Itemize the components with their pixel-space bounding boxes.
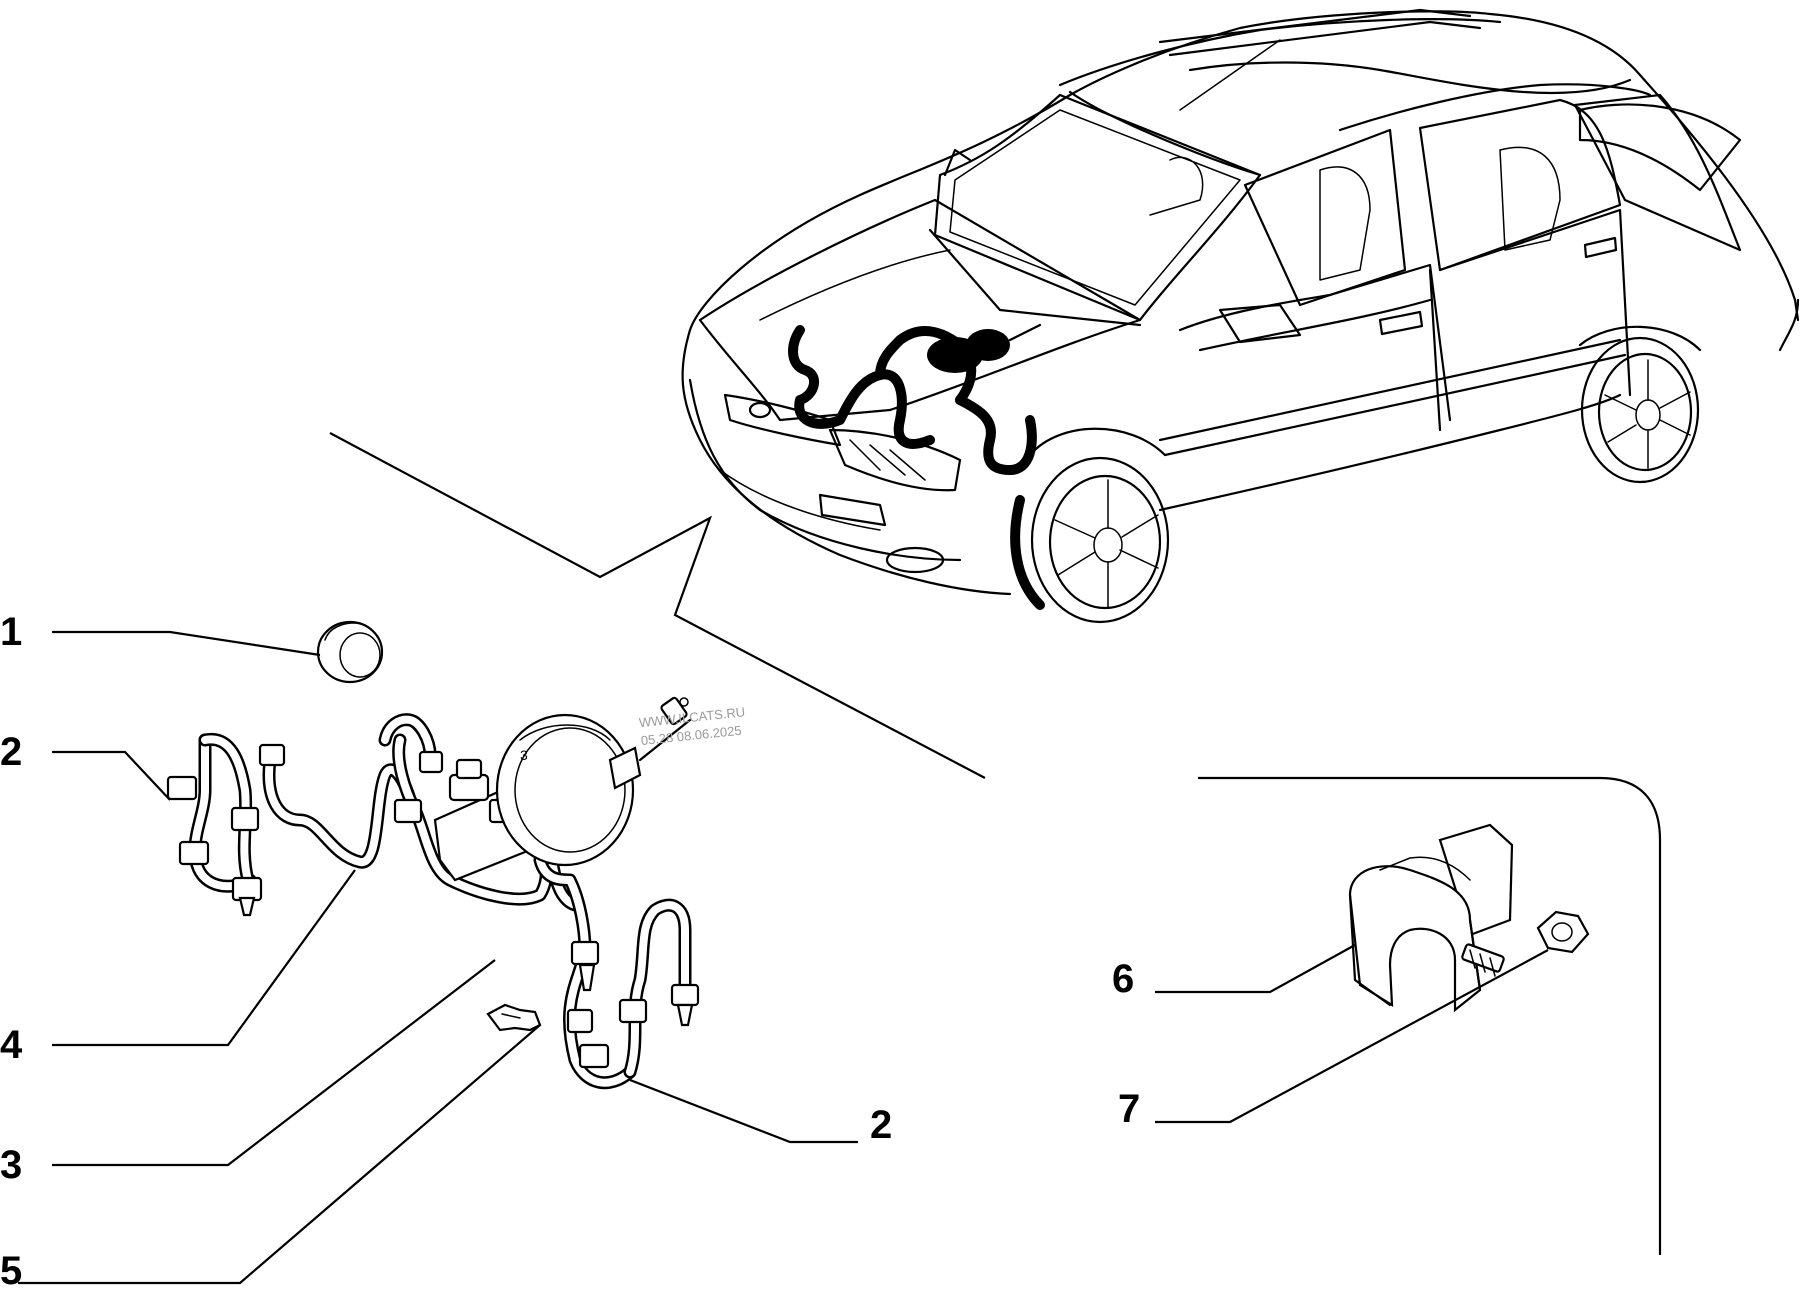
callout-3: 3 [0, 1143, 22, 1187]
callout-1: 1 [0, 610, 22, 654]
part-6-bracket [1348, 823, 1514, 1013]
part-5-clip [486, 1003, 542, 1032]
callout-7: 7 [1118, 1087, 1140, 1131]
callout-4: 4 [0, 1023, 23, 1067]
rear-wheel [1580, 336, 1700, 484]
callout-2-left: 2 [0, 730, 22, 774]
master-cylinder-booster: 3 [433, 696, 692, 882]
callout-6: 6 [1112, 957, 1134, 1001]
callout-2-right: 2 [870, 1103, 892, 1147]
brake-pipe-assembly [166, 713, 700, 1090]
car-brake-lines [788, 323, 1042, 475]
callout-5: 5 [0, 1249, 22, 1290]
watermark: WWW.ILCATS.RU 05.28 08.06.2025 [638, 704, 746, 748]
part-1-grommet [316, 620, 384, 684]
part-7-nut [1536, 910, 1590, 954]
callout-frame-lines [329, 432, 1662, 1255]
leader-lines [18, 630, 1549, 1285]
front-wheel [1010, 456, 1170, 624]
car-illustration [681, 8, 1800, 624]
callout-labels: 1 2 4 3 5 2 6 7 [0, 610, 1140, 1290]
booster-marking: 3 [520, 747, 528, 763]
